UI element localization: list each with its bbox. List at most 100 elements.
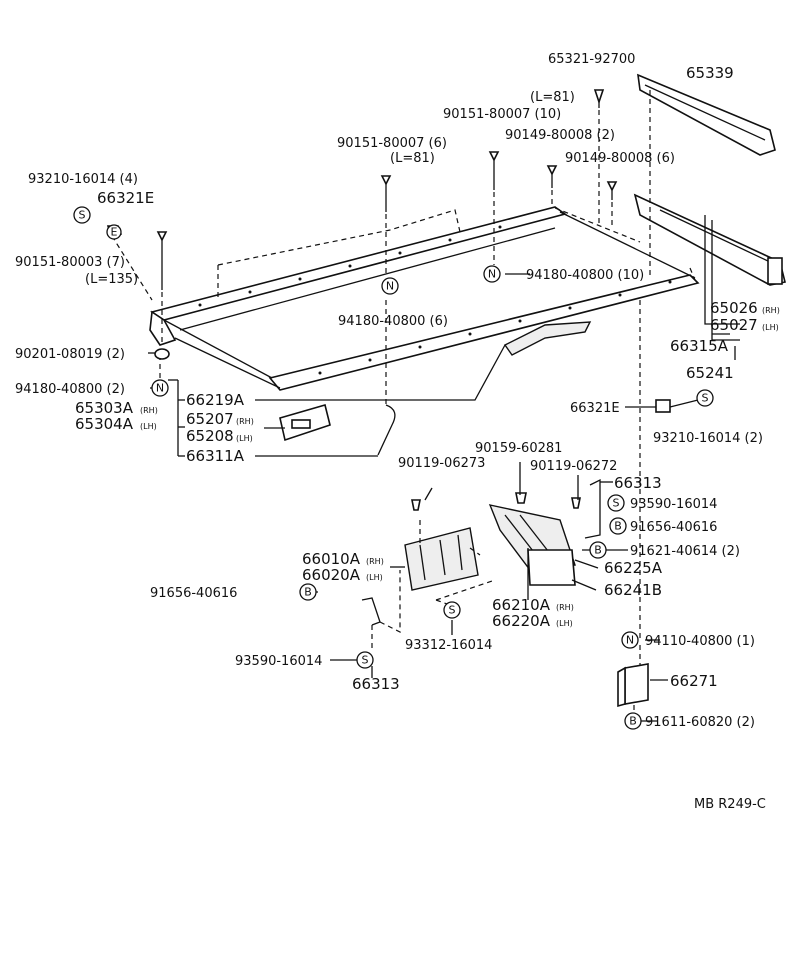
svg-text:B: B xyxy=(614,520,622,533)
label-65303A-side: (RH) xyxy=(140,406,158,415)
label-66220A: 66220A xyxy=(492,612,551,630)
rear-rail xyxy=(150,206,567,321)
label-65208-side: (LH) xyxy=(236,434,253,443)
part-66010A-plate xyxy=(404,527,479,591)
label-66210A: 66210A xyxy=(492,596,551,614)
symbol-N-94110: N xyxy=(621,631,639,649)
leader-lines xyxy=(148,215,740,722)
label-65208: 65208 xyxy=(186,427,234,445)
label-65027-side: (LH) xyxy=(762,323,779,332)
svg-text:N: N xyxy=(386,280,394,293)
label-93210-16014-2: 93210-16014 (2) xyxy=(653,431,763,446)
part-66271-bracket xyxy=(617,663,649,708)
grommet-90201 xyxy=(154,348,170,360)
label-L81-b: (L=81) xyxy=(390,151,435,166)
part-65339-rail xyxy=(637,73,776,156)
label-66311A: 66311A xyxy=(186,447,245,465)
label-65027: 65027 xyxy=(710,316,758,334)
label-66210A-side: (RH) xyxy=(556,603,574,612)
diagram-code: MB R249-C xyxy=(694,797,766,812)
label-65304A: 65304A xyxy=(75,415,134,433)
label-94180-40800-2: 94180-40800 (2) xyxy=(15,382,125,397)
svg-text:S: S xyxy=(613,497,620,510)
bolt-90159 xyxy=(515,492,527,504)
symbol-S-93312: S xyxy=(443,601,461,619)
label-66271: 66271 xyxy=(670,672,718,690)
label-90201-08019-2: 90201-08019 (2) xyxy=(15,347,125,362)
label-65339: 65339 xyxy=(686,64,734,82)
part-66313-clip-b xyxy=(361,597,381,626)
label-90149-80008-2: 90149-80008 (2) xyxy=(505,128,615,143)
symbol-B-91656-a: B xyxy=(609,517,627,535)
label-91656-40616-a: 91656-40616 xyxy=(630,520,717,535)
label-93590-16014-a: 93590-16014 xyxy=(630,497,717,512)
screw-65321 xyxy=(593,89,605,105)
label-66225A: 66225A xyxy=(604,559,663,577)
symbol-N-94180-10: N xyxy=(483,265,501,283)
label-91656-40616-b: 91656-40616 xyxy=(150,586,237,601)
part-65026-bracket xyxy=(633,193,786,286)
label-66020A: 66020A xyxy=(302,566,361,584)
label-66020A-side: (LH) xyxy=(366,573,383,582)
svg-text:N: N xyxy=(488,268,496,281)
symbol-B-91611: B xyxy=(624,712,642,730)
label-66313-b: 66313 xyxy=(352,675,400,693)
label-65026-side: (RH) xyxy=(762,306,780,315)
nut-66321E-right xyxy=(655,399,671,413)
label-66241B: 66241B xyxy=(604,581,662,599)
deck-frame xyxy=(149,206,700,391)
svg-text:S: S xyxy=(449,604,456,617)
svg-text:S: S xyxy=(79,209,86,222)
symbol-B-91656-b: B xyxy=(299,583,317,601)
label-L135: (L=135) xyxy=(85,272,138,287)
symbol-markers: S E N N N S S B B B S S N B xyxy=(73,206,714,730)
label-91621-40614-2: 91621-40614 (2) xyxy=(630,544,740,559)
part-66210A-bracket xyxy=(488,504,576,586)
svg-text:S: S xyxy=(362,654,369,667)
label-66010A-side: (RH) xyxy=(366,557,384,566)
symbol-N-94180-2: N xyxy=(151,379,169,397)
part-66313-rod-a xyxy=(584,478,601,539)
symbol-B-91621: B xyxy=(589,541,607,559)
front-rail xyxy=(268,274,700,391)
svg-text:N: N xyxy=(626,634,634,647)
svg-text:B: B xyxy=(629,715,637,728)
label-94110-40800-1: 94110-40800 (1) xyxy=(645,634,755,649)
svg-text:E: E xyxy=(111,226,118,239)
screws xyxy=(156,89,618,290)
label-90119-06273: 90119-06273 xyxy=(398,456,485,471)
label-93590-16014-b: 93590-16014 xyxy=(235,654,322,669)
rivet-dots xyxy=(198,225,672,375)
bolt-90119-06273 xyxy=(411,499,421,511)
label-93210-16014-4: 93210-16014 (4) xyxy=(28,172,138,187)
symbol-S-93210-2: S xyxy=(696,389,714,407)
part-labels: 65321-92700 65339 (L=81) 90151-80007 (10… xyxy=(15,52,780,812)
label-66010A: 66010A xyxy=(302,550,361,568)
label-94180-40800-10: 94180-40800 (10) xyxy=(526,268,644,283)
label-66219A: 66219A xyxy=(186,391,245,409)
label-65026: 65026 xyxy=(710,299,758,317)
symbol-E-66321E-left: E xyxy=(106,224,122,240)
label-93312-16014: 93312-16014 xyxy=(405,638,492,653)
part-66311A-hook xyxy=(377,404,396,456)
dashed-leaders xyxy=(111,90,696,642)
label-94180-40800-6: 94180-40800 (6) xyxy=(338,314,448,329)
label-66313-a: 66313 xyxy=(614,474,662,492)
label-90151-80007-10: 90151-80007 (10) xyxy=(443,107,561,122)
label-65304A-side: (LH) xyxy=(140,422,157,431)
bolt-90119-06272 xyxy=(571,497,581,509)
label-65207-side: (RH) xyxy=(236,417,254,426)
cross-brace xyxy=(503,321,592,356)
svg-text:S: S xyxy=(702,392,709,405)
symbol-S-93590-b: S xyxy=(356,651,374,669)
part-65207-bracket xyxy=(279,404,331,442)
label-65303A: 65303A xyxy=(75,399,134,417)
svg-text:B: B xyxy=(304,586,312,599)
label-90151-80003-7: 90151-80003 (7) xyxy=(15,255,125,270)
label-66220A-side: (LH) xyxy=(556,619,573,628)
label-66321E-right: 66321E xyxy=(570,401,620,416)
label-90149-80008-6: 90149-80008 (6) xyxy=(565,151,675,166)
svg-text:B: B xyxy=(594,544,602,557)
